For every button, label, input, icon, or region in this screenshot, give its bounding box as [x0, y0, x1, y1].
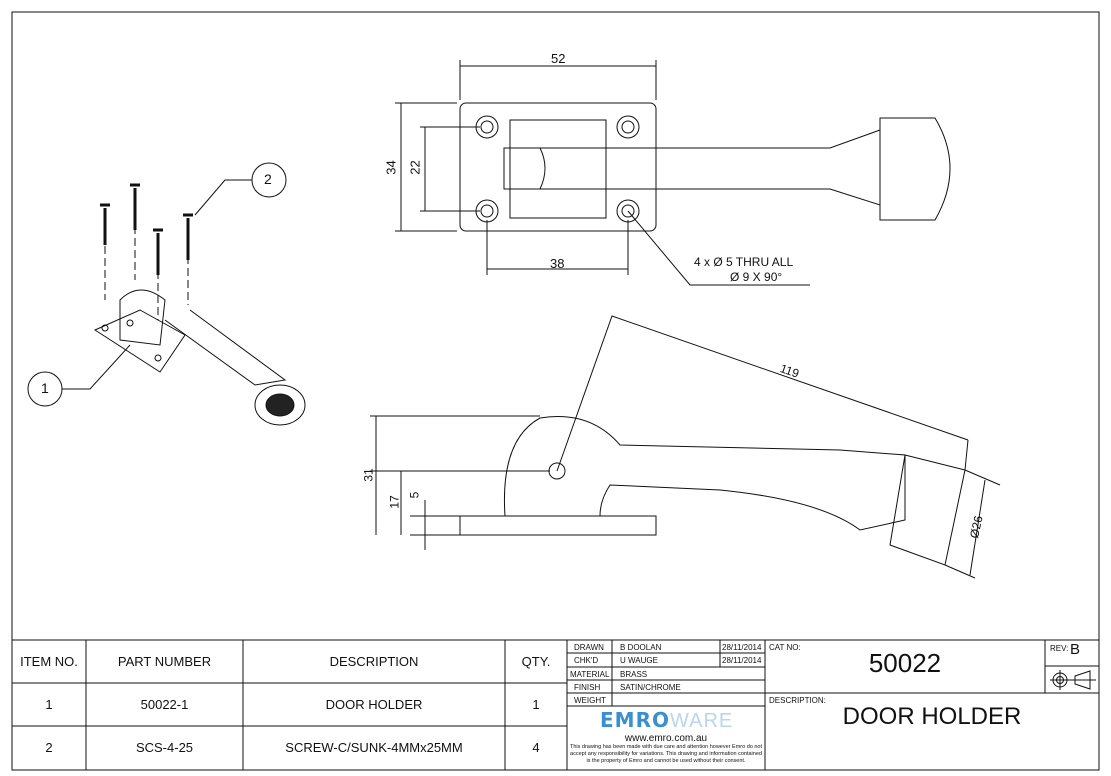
top-view — [395, 60, 951, 286]
table-grid — [12, 639, 1099, 770]
dim-width: 52 — [551, 51, 566, 66]
drawn-by: B DOOLAN — [620, 643, 662, 652]
cat-no: 50022 — [868, 648, 942, 678]
finish: SATIN/CHROME — [620, 683, 681, 692]
weight-label: WEIGHT — [574, 696, 606, 705]
bom-cell: 2 — [45, 740, 53, 755]
material: BRASS — [620, 670, 648, 679]
cat-no-label: CAT NO: — [769, 643, 801, 652]
bom-cell: DOOR HOLDER — [325, 697, 423, 712]
checked-label: CHK'D — [574, 656, 599, 665]
bom-cell: 1 — [45, 697, 53, 712]
website: www.emro.com.au — [624, 733, 708, 744]
dim-hole-h: 38 — [550, 256, 565, 271]
checked-date: 28/11/2014 — [722, 656, 762, 665]
side-view — [370, 315, 1001, 579]
bom-cell: 4 — [532, 740, 540, 755]
dim-base: 5 — [407, 491, 422, 499]
material-label: MATERIAL — [570, 670, 610, 679]
bom-header-part: PART NUMBER — [117, 654, 212, 669]
rev: B — [1070, 641, 1081, 658]
balloon-1-label: 1 — [41, 380, 49, 396]
isometric-view — [93, 183, 306, 426]
dim-height: 34 — [383, 160, 399, 175]
sheet-border — [11, 11, 1100, 771]
bom-cell: 1 — [532, 697, 540, 712]
description-label: DESCRIPTION: — [769, 696, 826, 705]
bom-header-qty: QTY. — [521, 654, 551, 669]
bom-header-desc: DESCRIPTION — [329, 654, 419, 669]
logo-light: WARE — [669, 710, 734, 732]
projection-symbol-icon — [1050, 670, 1096, 690]
hole-note-1: 4 x Ø 5 THRU ALL — [694, 255, 794, 269]
dim-hole-v: 22 — [407, 160, 423, 175]
checked-by: U WAUGE — [620, 656, 658, 665]
drawn-date: 28/11/2014 — [722, 643, 762, 652]
dim-pivot-height: 17 — [387, 495, 402, 509]
disclaimer: This drawing has been made with due care… — [569, 744, 762, 764]
finish-label: FINISH — [574, 683, 601, 692]
balloon-2-label: 2 — [264, 171, 272, 187]
dim-total-height: 31 — [361, 468, 376, 482]
bom-cell: SCS-4-25 — [135, 740, 194, 755]
description: DOOR HOLDER — [842, 703, 1022, 730]
bom-cell: SCREW-C/SUNK-4MMx25MM — [285, 740, 463, 755]
bom-cell: 50022-1 — [140, 697, 189, 712]
hole-note-2: Ø 9 X 90° — [730, 270, 783, 284]
logo-bold: EMRO — [600, 708, 670, 732]
drawn-label: DRAWN — [574, 643, 604, 652]
rev-label: REV: — [1050, 644, 1069, 653]
bom-header-item: ITEM NO. — [20, 654, 78, 669]
emroware-logo: EMROWARE — [600, 708, 733, 733]
